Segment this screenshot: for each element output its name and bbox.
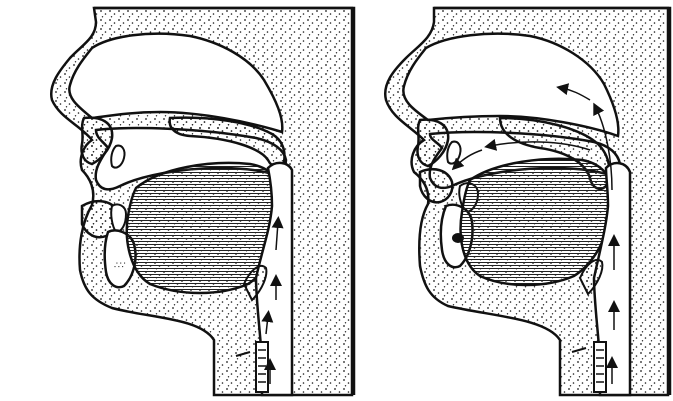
trachea-ring-icon	[594, 342, 606, 392]
mandible-marrow-icon: ∴∵	[114, 261, 125, 271]
panel-nasal-airflow	[385, 8, 670, 395]
lower-lip	[420, 169, 452, 202]
panel-oral-airflow: ∴∵	[51, 8, 354, 395]
trachea-ring-icon	[256, 342, 268, 392]
